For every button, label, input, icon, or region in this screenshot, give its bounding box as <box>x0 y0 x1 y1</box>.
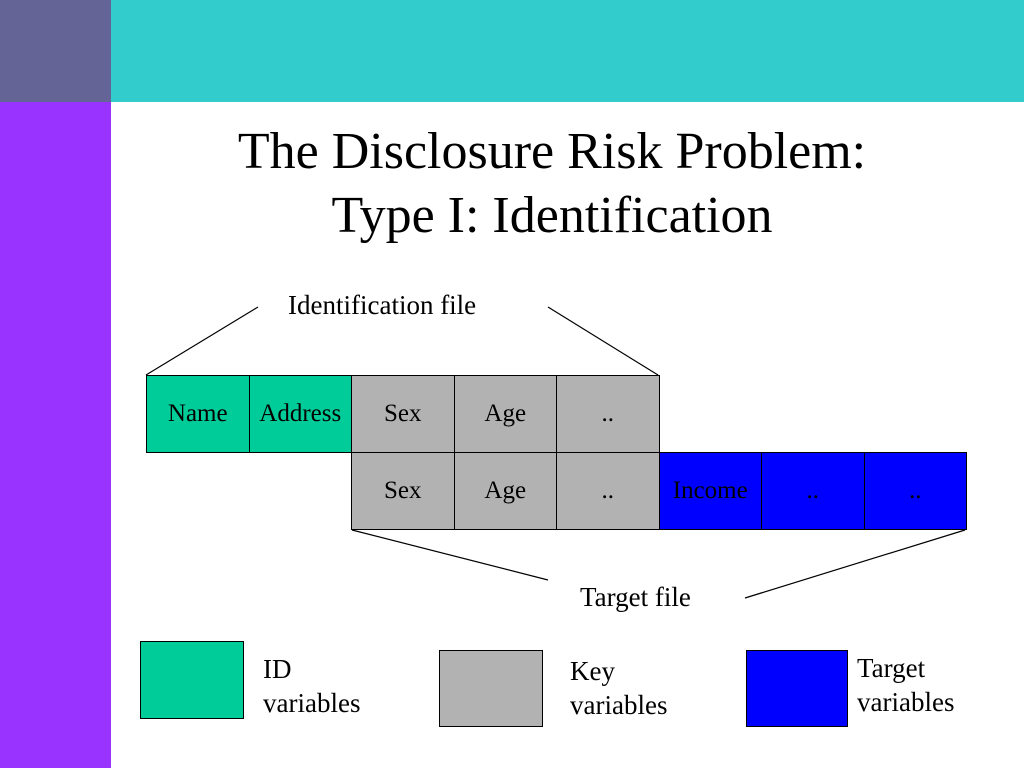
legend-id-line-1: ID <box>263 654 292 684</box>
legend-label-key: Key variables <box>570 654 667 722</box>
title-line-1: The Disclosure Risk Problem: <box>237 123 867 180</box>
id-file-bracket-right <box>547 306 659 376</box>
identification-file-cell-1: Address <box>248 375 352 453</box>
identification-file-cell-4: .. <box>556 375 660 453</box>
identification-file-cell-0: Name <box>146 375 250 453</box>
legend-swatch-target <box>746 650 848 727</box>
legend-key-line-2: variables <box>570 690 668 720</box>
identification-file-cell-3: Age <box>453 375 557 453</box>
id-file-bracket-left <box>145 306 259 376</box>
legend-id-line-2: variables <box>263 688 361 718</box>
legend-target-line-1: Target <box>857 653 926 683</box>
legend-target-line-2: variables <box>857 687 955 717</box>
legend-key-line-1: Key <box>570 656 615 686</box>
target-file-bracket-left <box>351 529 549 581</box>
target-file-cell-4: .. <box>761 452 865 530</box>
target-file-label: Target file <box>580 582 691 612</box>
target-file-cell-0: Sex <box>351 452 455 530</box>
corner-block <box>0 0 111 102</box>
target-file-cell-5: .. <box>863 452 967 530</box>
legend-label-id: ID variables <box>263 652 360 720</box>
title-line-2: Type I: Identification <box>331 187 773 244</box>
legend-swatch-key <box>439 650 543 727</box>
target-file-cell-2: .. <box>556 452 660 530</box>
identification-file-label: Identification file <box>288 290 477 320</box>
left-banner <box>0 102 111 768</box>
target-file-cell-3: Income <box>658 452 762 530</box>
top-banner <box>111 0 1024 102</box>
legend-label-target: Target variables <box>857 651 954 719</box>
target-file-bracket-right <box>744 529 966 599</box>
slide-title: The Disclosure Risk Problem: Type I: Ide… <box>111 120 993 248</box>
legend-swatch-id <box>140 641 244 719</box>
identification-file-cell-2: Sex <box>351 375 455 453</box>
target-file-cell-1: Age <box>453 452 557 530</box>
